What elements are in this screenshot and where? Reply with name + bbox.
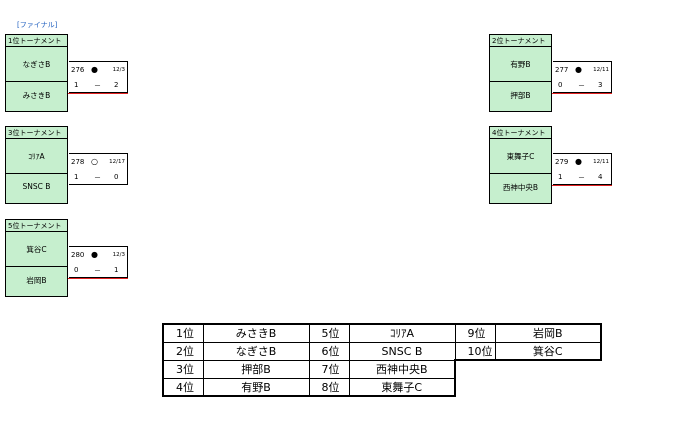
team-divider [490, 81, 551, 82]
team-top: なぎさB [22, 60, 51, 69]
bracket-box: 5位トーナメント 箕谷C 岩岡B [5, 219, 68, 297]
match-number: 278 [71, 158, 85, 166]
score-dash: － [94, 82, 101, 90]
rank-cell: 6位 [308, 341, 350, 361]
team-top: 東舞子C [506, 152, 535, 161]
team-divider [6, 81, 67, 82]
score-top: 1 [74, 81, 79, 89]
team-bottom: 西神中央B [502, 183, 539, 192]
match-box: 279 ● 12/11 1 － 4 [552, 153, 612, 186]
team-cell: 東舞子C [348, 377, 456, 397]
score-bottom: 2 [114, 81, 119, 89]
table-row: 1位 みさきB 5位 ｺﾘｱA 9位 岩岡B [162, 323, 602, 343]
match-status-mark: ● [575, 65, 582, 74]
match-box: 276 ● 12/3 1 － 2 [68, 61, 128, 94]
bracket-box: 3位トーナメント ｺﾘｱA SNSC B [5, 126, 68, 204]
score-dash: － [578, 174, 585, 182]
bracket-box: 1位トーナメント なぎさB みさきB [5, 34, 68, 112]
score-bottom: 4 [598, 173, 603, 181]
match-status-mark: ● [91, 65, 98, 74]
score-dash: － [578, 82, 585, 90]
match-date: 12/3 [112, 252, 125, 258]
team-bottom: 岩岡B [26, 276, 47, 285]
match-date: 12/17 [109, 159, 125, 165]
match-box: 280 ● 12/3 0 － 1 [68, 246, 128, 279]
score-top: 1 [74, 173, 79, 181]
rank-cell: 8位 [308, 377, 350, 397]
match-number: 276 [71, 66, 85, 74]
table-row: 4位 有野B 8位 東舞子C [162, 377, 601, 397]
bracket-box: 4位トーナメント 東舞子C 西神中央B [489, 126, 552, 204]
match-status-mark: ● [91, 250, 98, 259]
match-box: 277 ● 12/11 0 － 3 [552, 61, 612, 94]
team-top: ｺﾘｱA [28, 152, 45, 161]
match-date: 12/11 [593, 67, 609, 73]
score-top: 0 [558, 81, 563, 89]
score-top: 1 [558, 173, 563, 181]
team-divider [490, 173, 551, 174]
rank-cell: 9位 [454, 323, 496, 343]
rank-cell: 1位 [162, 323, 204, 343]
ranking-table: 1位 みさきB 5位 ｺﾘｱA 9位 岩岡B 2位 なぎさB 6位 SNSC B… [162, 323, 602, 397]
bracket-title: 1位トーナメント [6, 35, 67, 47]
score-dash: － [94, 174, 101, 182]
rank-cell: 5位 [308, 323, 350, 343]
bracket-box: 2位トーナメント 有野B 押部B [489, 34, 552, 112]
team-cell: 押部B [202, 359, 310, 379]
team-cell: ｺﾘｱA [348, 323, 456, 343]
score-top: 0 [74, 266, 79, 274]
match-status-mark: ○ [91, 157, 98, 166]
table-row: 2位 なぎさB 6位 SNSC B 10位 箕谷C [162, 341, 602, 361]
bracket-title: 5位トーナメント [6, 220, 67, 232]
team-cell: 箕谷C [494, 341, 602, 361]
score-dash: － [94, 267, 101, 275]
team-cell: 有野B [202, 377, 310, 397]
rank-cell: 3位 [162, 359, 204, 379]
winner-line [68, 93, 128, 94]
team-cell: なぎさB [202, 341, 310, 361]
final-label: [ファイナル] [17, 21, 58, 29]
rank-cell: 2位 [162, 341, 204, 361]
rank-cell: 4位 [162, 377, 204, 397]
bracket-title: 3位トーナメント [6, 127, 67, 139]
bracket-1: 1位トーナメント なぎさB みさきB 276 ● 12/3 1 － 2 [5, 34, 129, 114]
team-cell: みさきB [202, 323, 310, 343]
team-bottom: みさきB [22, 91, 51, 100]
bracket-title: 4位トーナメント [490, 127, 551, 139]
team-top: 箕谷C [26, 245, 47, 254]
team-top: 有野B [510, 60, 531, 69]
match-date: 12/11 [593, 159, 609, 165]
rank-cell: 10位 [454, 341, 496, 361]
winner-line [68, 278, 128, 279]
team-bottom: 押部B [510, 91, 531, 100]
team-bottom: SNSC B [22, 182, 51, 191]
team-divider [6, 266, 67, 267]
team-cell: 西神中央B [348, 359, 456, 379]
score-bottom: 1 [114, 266, 119, 274]
match-status-mark: ● [575, 157, 582, 166]
bracket-2: 2位トーナメント 有野B 押部B 277 ● 12/11 0 － 3 [489, 34, 613, 114]
bracket-5: 5位トーナメント 箕谷C 岩岡B 280 ● 12/3 0 － 1 [5, 219, 129, 299]
team-cell: 岩岡B [494, 323, 602, 343]
match-box: 278 ○ 12/17 1 － 0 [69, 153, 128, 185]
winner-line [552, 185, 612, 186]
team-cell: SNSC B [348, 341, 456, 361]
winner-line [552, 93, 612, 94]
rank-cell: 7位 [308, 359, 350, 379]
bracket-3: 3位トーナメント ｺﾘｱA SNSC B 278 ○ 12/17 1 － 0 [5, 126, 129, 206]
match-number: 279 [555, 158, 569, 166]
score-bottom: 0 [114, 173, 119, 181]
bracket-title: 2位トーナメント [490, 35, 551, 47]
score-bottom: 3 [598, 81, 603, 89]
team-divider [6, 173, 67, 174]
bracket-4: 4位トーナメント 東舞子C 西神中央B 279 ● 12/11 1 － 4 [489, 126, 613, 206]
match-date: 12/3 [112, 67, 125, 73]
table-row: 3位 押部B 7位 西神中央B [162, 359, 601, 379]
match-number: 277 [555, 66, 569, 74]
match-number: 280 [71, 251, 85, 259]
